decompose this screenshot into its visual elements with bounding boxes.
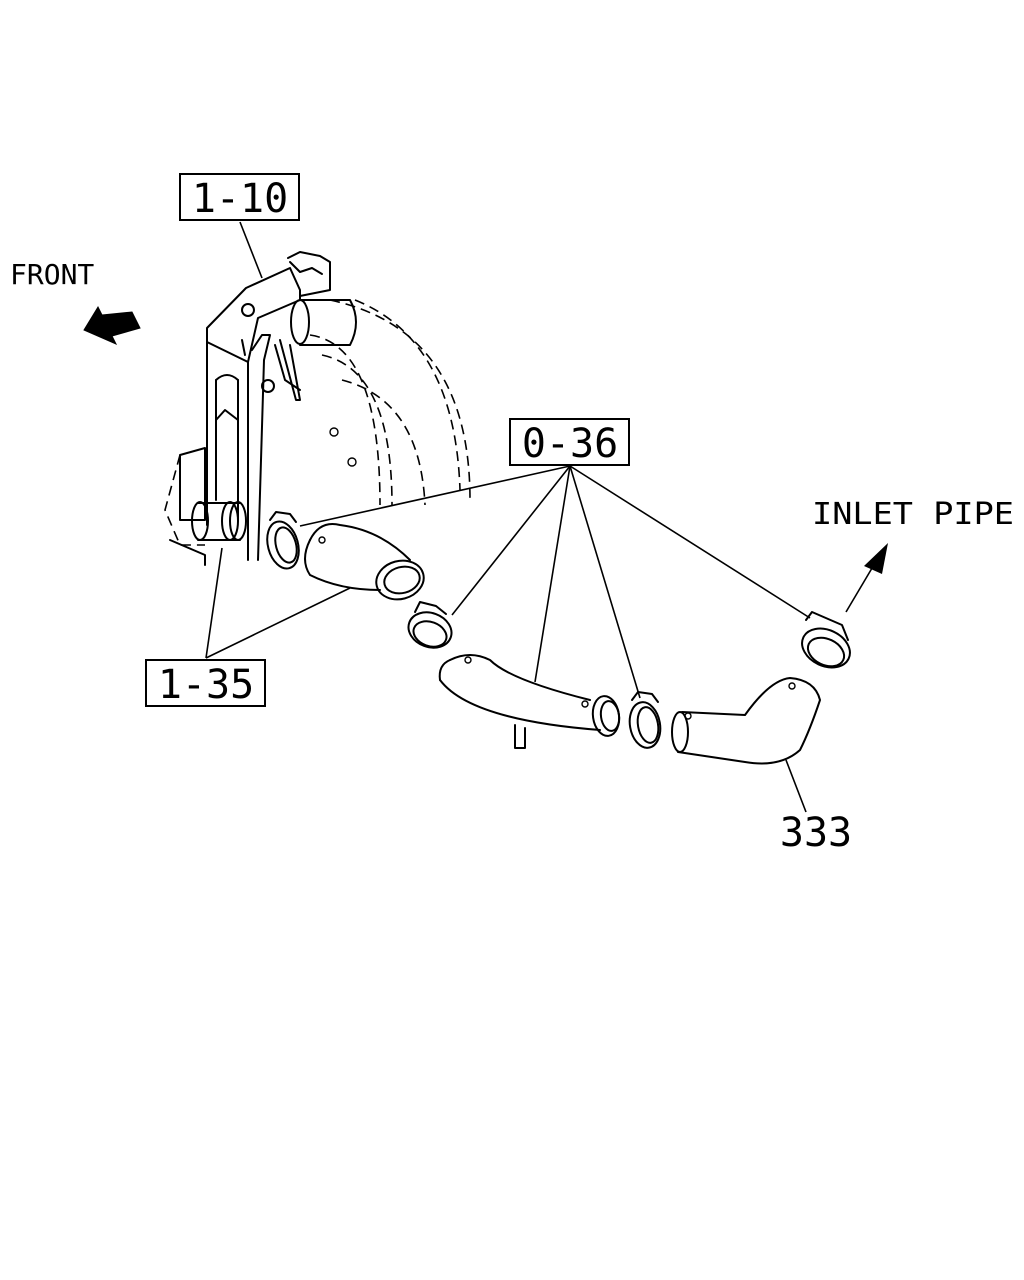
hose-clamp-4 [801, 611, 851, 669]
radiator-assembly [164, 251, 471, 566]
inlet-pipe-arrow-icon [845, 543, 888, 613]
inlet-pipe-segment [438, 654, 621, 749]
ref-label-1-35: 1-35 [158, 662, 254, 708]
rubber-hose-333 [671, 677, 821, 765]
hose-clamp-2 [407, 601, 453, 649]
front-arrow-icon [83, 305, 141, 346]
ref-label-0-36: 0-36 [522, 421, 618, 467]
inlet-pipe-label: INLET PIPE [812, 497, 1014, 532]
rubber-hose-1 [304, 523, 425, 601]
ref-box-1-35: 1-35 [145, 659, 266, 708]
ref-box-0-36: 0-36 [509, 418, 630, 467]
hose-clamp-3 [628, 691, 662, 749]
hose-clamp-1 [266, 511, 300, 570]
part-number-333: 333 [780, 810, 852, 856]
front-label: FRONT [10, 258, 94, 291]
ref-box-1-10: 1-10 [179, 173, 300, 222]
ref-label-1-10: 1-10 [192, 176, 288, 222]
leader-lines [205, 221, 811, 813]
